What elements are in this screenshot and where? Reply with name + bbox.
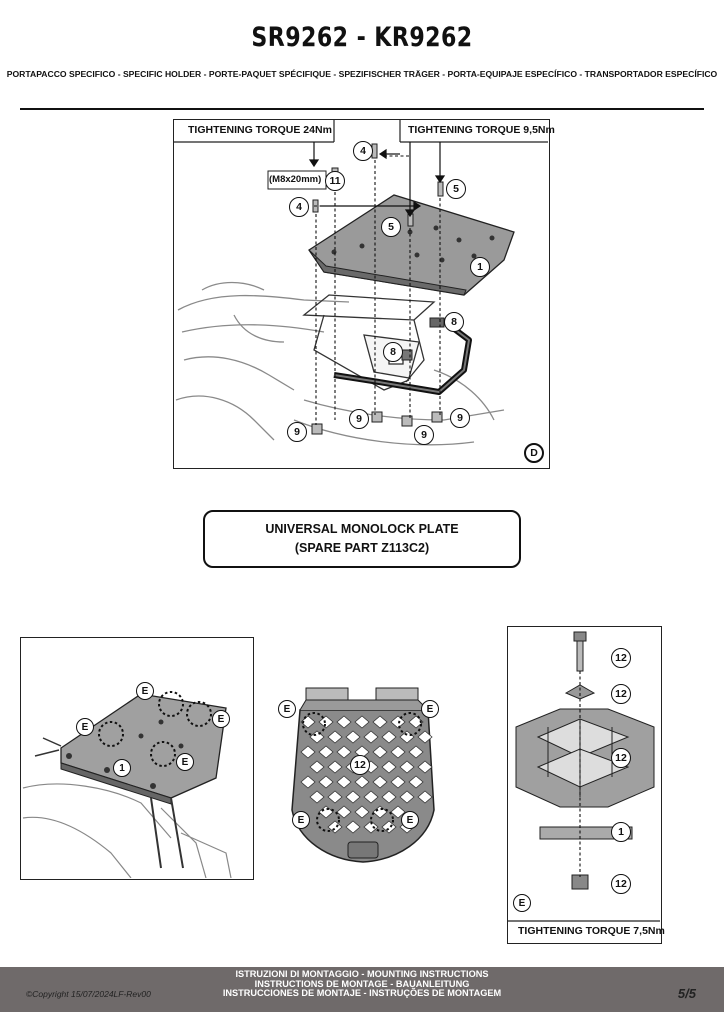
- torque-label-7-5nm: TIGHTENING TORQUE 7,5Nm: [518, 925, 665, 937]
- callout-9-a: 9: [349, 409, 369, 429]
- callout-4-left: 4: [289, 197, 309, 217]
- view-letter-d: D: [524, 443, 544, 463]
- right-view-drawing: [508, 631, 660, 922]
- middle-callout-e-br: E: [401, 811, 419, 829]
- plate-notice-line1: UNIVERSAL MONOLOCK PLATE: [265, 522, 459, 536]
- footer-line-3: INSTRUCCIONES DE MONTAJE - INSTRUÇÕES DE…: [222, 988, 502, 999]
- middle-callout-e-bl: E: [292, 811, 310, 829]
- left-callout-e-bottom: E: [176, 753, 194, 771]
- middle-callout-e-tl: E: [278, 700, 296, 718]
- right-callout-12-nut: 12: [611, 874, 631, 894]
- right-view-panel: 12 12 12 1 12 E TIGHTENING TORQUE 7,5Nm: [507, 626, 665, 944]
- document-title: SR9262 - KR9262: [251, 22, 473, 53]
- callout-9-c: 9: [414, 425, 434, 445]
- right-callout-12-washer: 12: [611, 684, 631, 704]
- left-callout-e-right: E: [212, 710, 230, 728]
- callout-9-b: 9: [450, 408, 470, 428]
- bolt-size-label: (M8x20mm): [269, 174, 322, 185]
- copyright-text: ©Copyright 15/07/2024LF-Rev00: [26, 989, 151, 999]
- footer-instructions: ISTRUZIONI DI MONTAGGIO - MOUNTING INSTR…: [0, 969, 724, 999]
- footer-bar: ISTRUZIONI DI MONTAGGIO - MOUNTING INSTR…: [0, 967, 724, 1012]
- middle-callout-12: 12: [350, 755, 370, 775]
- plate-notice-line2: (SPARE PART Z113C2): [294, 541, 430, 555]
- header-divider: [20, 108, 704, 110]
- left-callout-e-left: E: [76, 718, 94, 736]
- torque-label-24nm: TIGHTENING TORQUE 24Nm: [188, 124, 332, 136]
- left-callout-1: 1: [113, 759, 131, 777]
- right-callout-12-bolt: 12: [611, 648, 631, 668]
- page-number: 5/5: [677, 986, 696, 1001]
- left-view-panel: E E E E 1: [20, 637, 254, 880]
- footer-line-1: ISTRUZIONI DI MONTAGGIO - MOUNTING INSTR…: [235, 969, 489, 979]
- left-callout-e-top: E: [136, 682, 154, 700]
- callout-5-right: 5: [446, 179, 466, 199]
- right-callout-e: E: [513, 894, 531, 912]
- middle-view: E E E E 12: [278, 680, 448, 870]
- middle-callout-e-tr: E: [421, 700, 439, 718]
- torque-label-9-5nm: TIGHTENING TORQUE 9,5Nm: [408, 124, 555, 136]
- footer-line-2: INSTRUCTIONS DE MONTAGE - BAUANLEITUNG: [254, 978, 470, 989]
- right-callout-1: 1: [611, 822, 631, 842]
- callout-5-middle: 5: [381, 217, 401, 237]
- right-callout-12-grid: 12: [611, 748, 631, 768]
- callout-8-left: 8: [383, 342, 403, 362]
- callout-1: 1: [470, 257, 490, 277]
- callout-4-top: 4: [353, 141, 373, 161]
- callout-8-right: 8: [444, 312, 464, 332]
- left-view-drawing: [22, 691, 232, 878]
- callout-11: 11: [325, 171, 345, 191]
- callout-9-d: 9: [287, 422, 307, 442]
- document-subtitle: PORTAPACCO SPECIFICO - SPECIFIC HOLDER -…: [6, 69, 718, 79]
- assembly-panel: TIGHTENING TORQUE 24Nm TIGHTENING TORQUE…: [173, 119, 555, 469]
- universal-plate-notice: UNIVERSAL MONOLOCK PLATE (SPARE PART Z11…: [203, 510, 521, 568]
